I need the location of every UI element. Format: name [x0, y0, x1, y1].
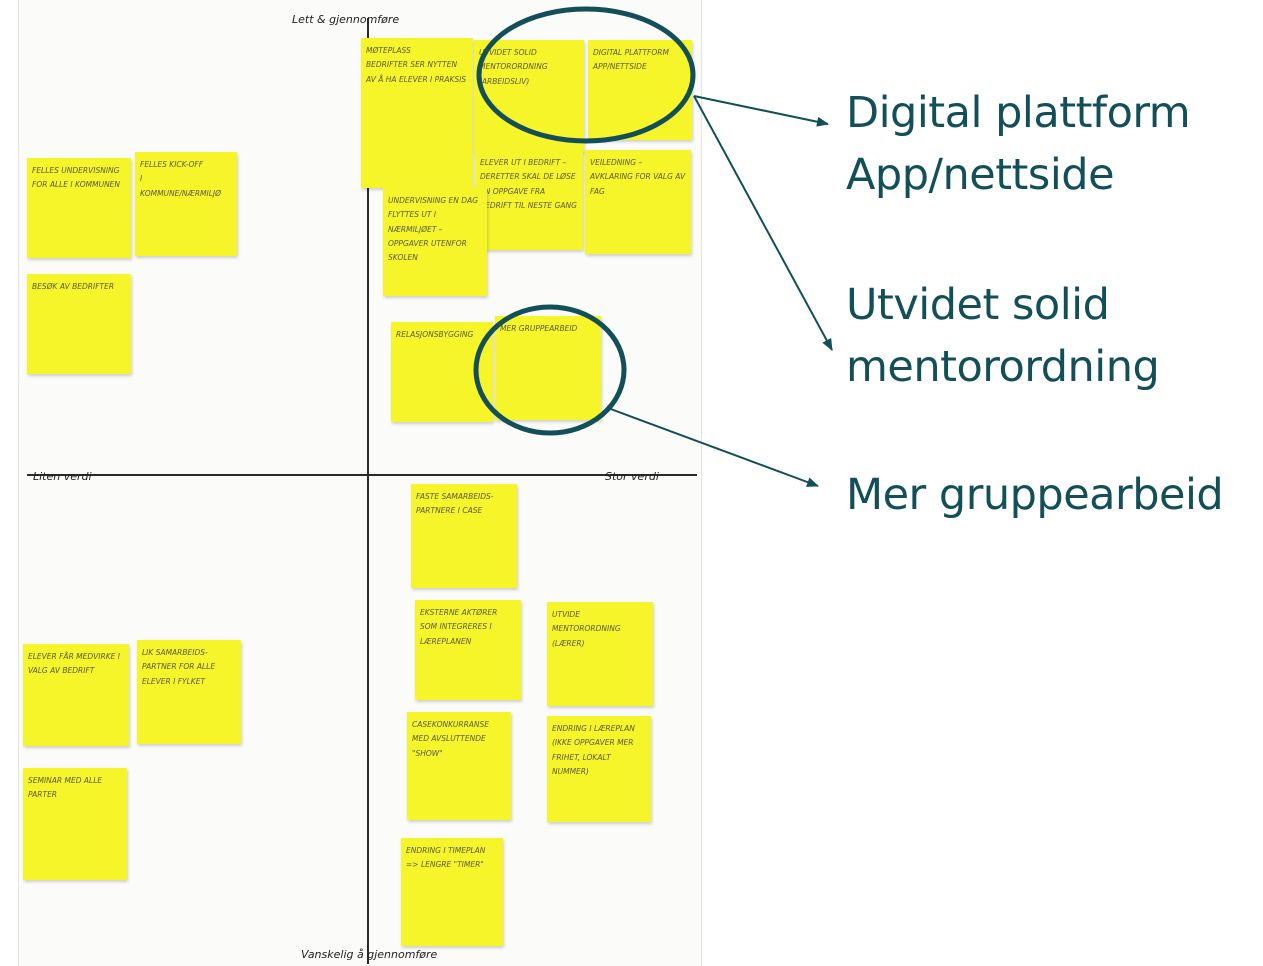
- callout-line: App/nettside: [846, 150, 1115, 201]
- whiteboard: Lett & gjennomføre Vanskelig å gjennomfø…: [18, 0, 702, 966]
- sticky-note: Mer gruppearbeid: [495, 316, 601, 420]
- callout-line: Utvidet solid: [846, 280, 1110, 330]
- sticky-note: Elever får medvirke i valg av bedrift: [23, 644, 129, 746]
- callout-line: Digital plattform: [846, 88, 1191, 138]
- sticky-note: Casekonkurranse med avsluttende "show": [407, 712, 511, 820]
- callout-arrow: [693, 95, 833, 351]
- highlight-circle: [473, 304, 627, 436]
- callout-mentorordning: Utvidet solid mentorordning: [846, 274, 1160, 399]
- sticky-note: Endring i timeplan => Lengre "timer": [401, 838, 503, 946]
- horizontal-axis: [27, 474, 697, 476]
- sticky-note: Utvidet solid mentorordning (arbeidsliv): [474, 40, 584, 152]
- sticky-note: Veiledning – avklaring for valg av fag: [585, 150, 691, 254]
- sticky-note: Utvide mentorordning (lærer): [547, 602, 653, 706]
- sticky-note: Endring i læreplan (ikke oppgaver mer fr…: [547, 716, 651, 822]
- sticky-note: Felles kick-off i kommune/nærmiljø: [135, 152, 237, 256]
- sticky-note: Undervisning en dag flyttes ut i nærmilj…: [383, 188, 487, 296]
- sticky-note: Elever ut i bedrift – deretter skal de l…: [475, 150, 583, 250]
- callout-digital-plattform: Digital plattform App/nettside: [846, 82, 1191, 207]
- callout-line: Mer gruppearbeid: [846, 470, 1224, 520]
- vertical-axis: [367, 18, 369, 964]
- sticky-note: Lik samarbeids-partner for alle elever i…: [137, 640, 241, 744]
- axis-label-left: Liten verdi: [33, 470, 92, 483]
- callout-arrow: [607, 407, 819, 487]
- callout-arrow: [693, 95, 829, 127]
- highlight-circle: [476, 6, 696, 144]
- sticky-note: Digital plattform App/nettside: [588, 40, 692, 140]
- sticky-note: Besøk av bedrifter: [27, 274, 131, 374]
- callout-mer-gruppearbeid: Mer gruppearbeid: [846, 464, 1224, 526]
- sticky-note: Felles undervisning for alle i kommunen: [27, 158, 131, 258]
- axis-label-bottom: Vanskelig å gjennomføre: [301, 948, 438, 961]
- axis-label-top: Lett & gjennomføre: [292, 13, 400, 26]
- sticky-note: Eksterne aktører som integreres i lærepl…: [415, 600, 521, 700]
- axis-label-right: Stor verdi: [605, 470, 659, 483]
- sticky-note: Seminar med alle parter: [23, 768, 127, 880]
- sticky-note: Faste samarbeids-partnere i case: [411, 484, 517, 588]
- sticky-note: Møteplass Bedrifter ser nytten av å ha e…: [361, 38, 473, 188]
- callout-line: mentorordning: [846, 342, 1160, 393]
